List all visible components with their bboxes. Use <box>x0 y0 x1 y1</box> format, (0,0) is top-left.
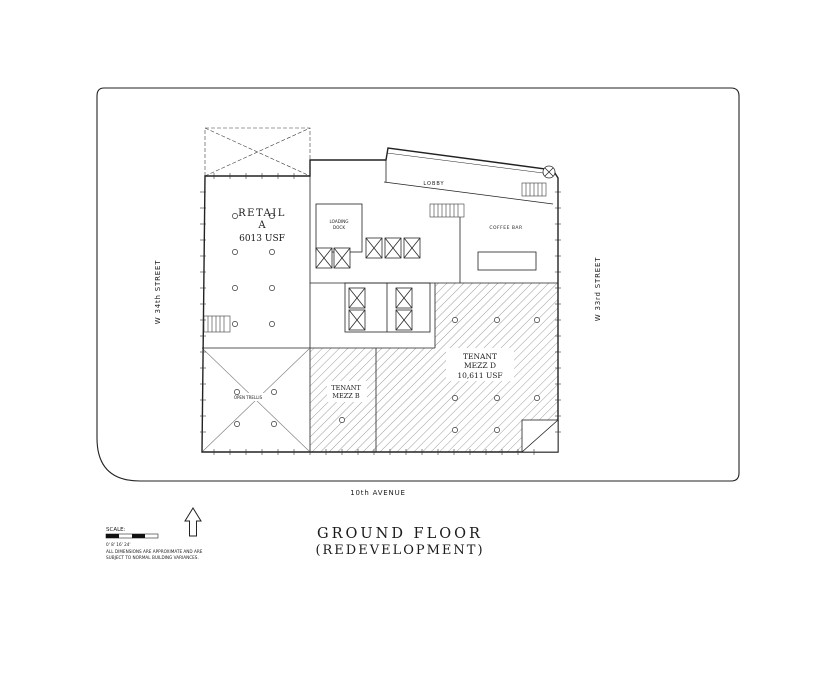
coffee-bar-label: COFFEE BAR <box>489 225 522 231</box>
elevator-cores <box>315 237 421 331</box>
scale-ticks: 0' 8' 16' 24' <box>106 542 131 547</box>
canopy-dashed-outline <box>204 127 311 177</box>
street-label-east: W 33rd STREET <box>594 257 602 322</box>
mezz-d-area: 10,611 USF <box>457 371 502 380</box>
street-label-avenue: 10th AVENUE <box>350 489 405 497</box>
site-border <box>96 87 740 482</box>
sheet-title-line1: GROUND FLOOR <box>317 526 483 542</box>
corner-room <box>521 419 559 453</box>
stair-icons <box>203 182 547 333</box>
scale-note-2: SUBJECT TO NORMAL BUILDING VARIANCES. <box>106 555 199 560</box>
mezz-b-label-1: TENANT <box>331 384 361 392</box>
window-mullion-ticks <box>200 173 561 455</box>
scale-bar <box>105 533 159 539</box>
mezz-b-label-2: MEZZ B <box>332 392 359 400</box>
retail-a-name: RETAIL <box>238 208 286 219</box>
mezz-d-label-2: MEZZ D <box>464 361 496 370</box>
street-label-west: W 34th STREET <box>154 260 162 325</box>
open-trellis-label: OPEN TRELLIS <box>234 395 263 400</box>
open-trellis-label-background <box>228 393 268 401</box>
mezz-b-label-background <box>327 381 367 402</box>
north-arrow-icon <box>184 507 202 537</box>
scale-label: SCALE: <box>106 527 126 533</box>
mezz-d-label-1: TENANT <box>463 352 497 361</box>
retail-a-area: 6013 USF <box>239 234 285 244</box>
column-grid <box>232 213 540 433</box>
lobby-label: LOBBY <box>423 181 444 187</box>
scale-note-1: ALL DIMENSIONS ARE APPROXIMATE AND ARE <box>106 549 203 554</box>
building-perimeter <box>201 147 559 453</box>
mezz-d-label-background <box>446 348 514 381</box>
loading-dock-label-1: LOADING <box>329 219 348 224</box>
retail-a-letter: A <box>257 220 266 231</box>
loading-dock-label-2: DOCK <box>333 225 345 230</box>
sheet-title-line2: (REDEVELOPMENT) <box>315 543 484 558</box>
circle-x-icon <box>542 165 556 179</box>
